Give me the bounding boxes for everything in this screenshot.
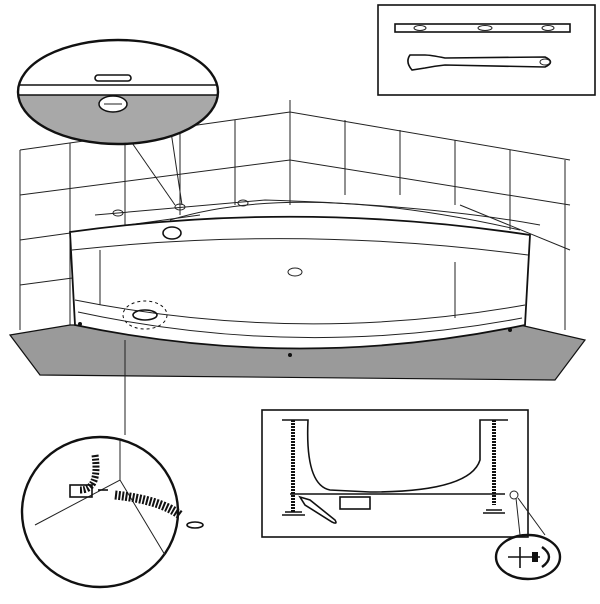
tiled-wall: [19, 100, 571, 330]
leg-adjustment-box: [261, 409, 562, 581]
spirit-level-icon: [394, 23, 571, 33]
tools-box: [377, 4, 596, 96]
wrench-icon: [407, 54, 552, 71]
drain-callout: [20, 340, 204, 589]
level-check-callout: [16, 38, 220, 206]
wrench-icon: [298, 495, 337, 524]
bathtub: [69, 199, 541, 357]
